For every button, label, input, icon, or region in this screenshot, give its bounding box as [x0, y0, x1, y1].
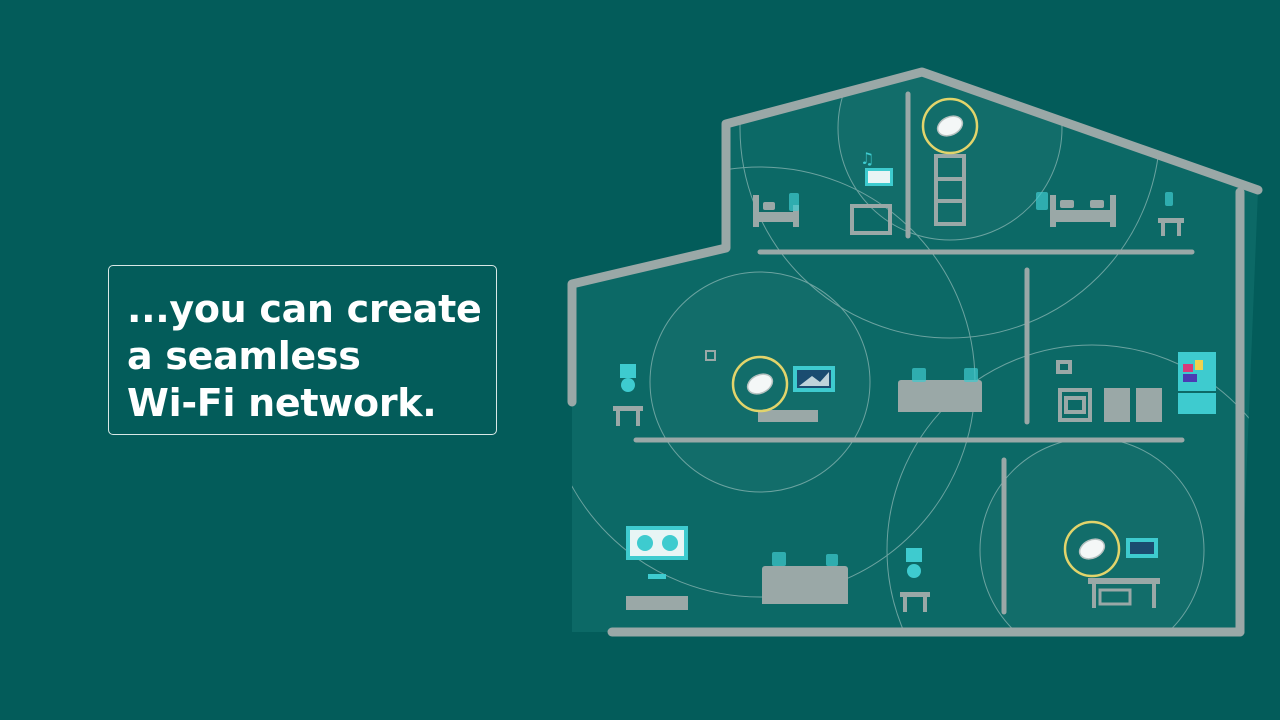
tv-icon [850, 168, 893, 235]
caption-box: ...you can create a seamless Wi-Fi netwo… [108, 265, 497, 435]
kitchen-icon [1056, 360, 1162, 422]
tv-icon [626, 526, 688, 610]
lamp-icon [900, 548, 930, 612]
music-note-icon: ♫ [860, 149, 874, 168]
switch-icon [705, 350, 716, 361]
wifi-point-icon [731, 355, 789, 413]
desk-icon [1088, 538, 1160, 608]
lamp-icon [1158, 192, 1184, 236]
caption-line-3: Wi-Fi network. [127, 381, 437, 425]
house-outline [567, 67, 1263, 637]
tv-icon [758, 366, 835, 422]
svg-text:♫: ♫ [860, 149, 874, 168]
lamp-icon [613, 364, 643, 426]
caption-line-1: ...you can create [127, 287, 482, 331]
caption-line-2: a seamless [127, 334, 361, 378]
wifi-point-icon [1063, 520, 1121, 578]
bed-icon [753, 193, 799, 227]
wifi-point-icon [921, 97, 979, 155]
sofa-icon [898, 368, 982, 412]
floors-and-walls [633, 91, 1195, 615]
shelf-icon [934, 154, 966, 226]
fridge-icon [1178, 352, 1216, 414]
sofa-icon [762, 552, 848, 604]
bed-icon [1036, 192, 1116, 227]
